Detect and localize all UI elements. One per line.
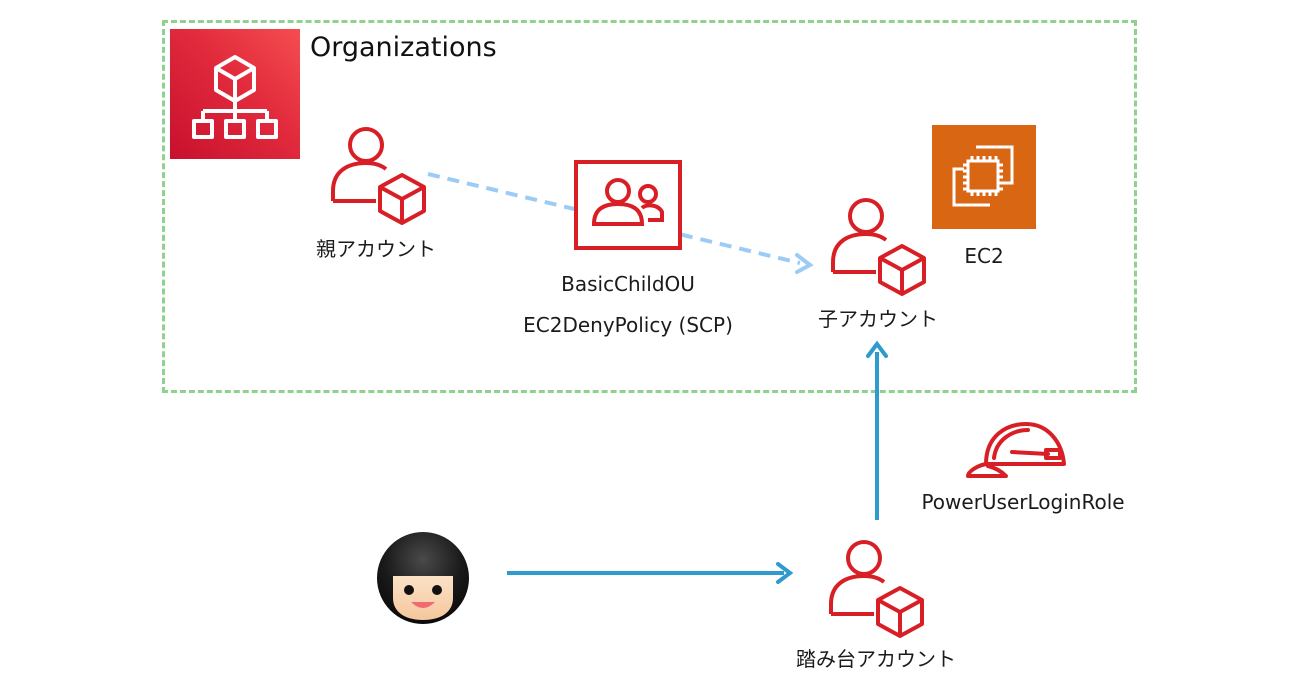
organizational-unit-icon <box>574 160 682 250</box>
organizations-icon <box>170 29 300 159</box>
bastion-account-icon <box>826 538 926 642</box>
child-account-icon <box>828 196 928 300</box>
ou-label: BasicChildOU <box>561 272 695 296</box>
hard-hat-icon <box>962 418 1074 488</box>
ec2-instance-icon <box>932 125 1036 229</box>
organizations-title: Organizations <box>310 32 497 63</box>
user-avatar-icon <box>375 528 471 628</box>
bastion-account-label: 踏み台アカウント <box>796 647 956 671</box>
parent-account-label: 親アカウント <box>316 237 436 261</box>
role-label: PowerUserLoginRole <box>921 490 1125 514</box>
edge-user-to-bastion <box>507 562 794 584</box>
edge-bastion-to-child <box>866 340 888 520</box>
organizations-container <box>162 20 1137 393</box>
policy-label: EC2DenyPolicy (SCP) <box>523 313 733 337</box>
ec2-label: EC2 <box>964 244 1004 268</box>
child-account-label: 子アカウント <box>818 307 938 331</box>
parent-account-icon <box>328 125 428 229</box>
